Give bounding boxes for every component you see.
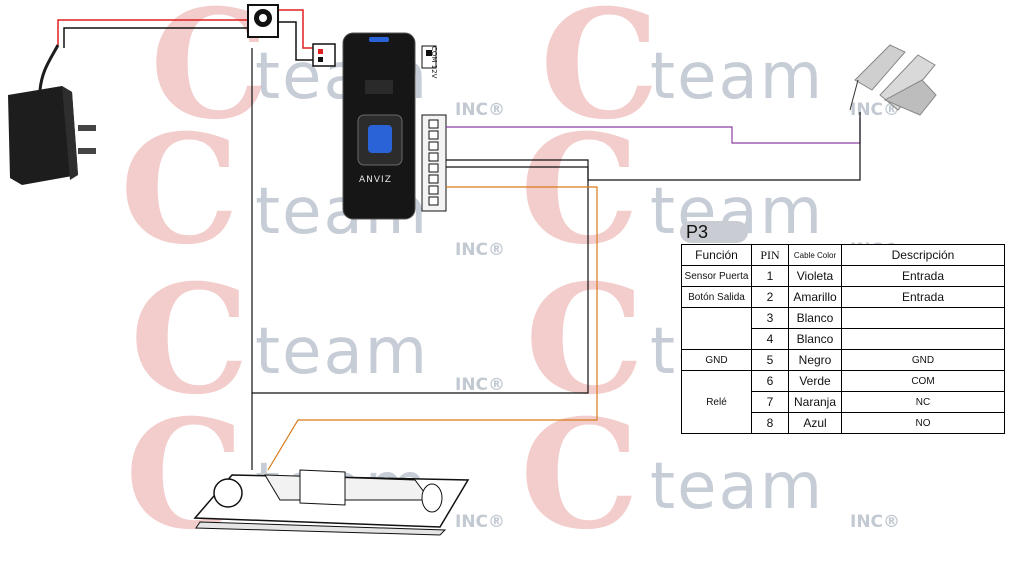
table-header-row: Función PIN Cable Color Descripción bbox=[681, 244, 1005, 266]
header-description: Descripción bbox=[841, 244, 1005, 266]
cell-function: Relé bbox=[681, 370, 752, 434]
pin-table: Función PIN Cable Color Descripción Sens… bbox=[681, 244, 1005, 434]
p3-badge: P3 bbox=[680, 221, 748, 243]
watermark-word: team bbox=[650, 40, 825, 114]
cell-color: Naranja bbox=[788, 391, 842, 413]
watermark-c-logo: C bbox=[130, 252, 250, 428]
cell-description: Entrada bbox=[841, 265, 1005, 287]
watermark-inc: INC® bbox=[455, 240, 506, 260]
table-row: 4 Blanco bbox=[682, 328, 1005, 350]
cell-color: Azul bbox=[788, 412, 842, 434]
watermark-c-logo: C bbox=[525, 252, 645, 428]
watermark-c-logo: C bbox=[540, 0, 660, 153]
cell-function bbox=[681, 307, 752, 350]
cell-color: Verde bbox=[788, 370, 842, 392]
cell-description bbox=[841, 328, 1005, 350]
watermark-inc: INC® bbox=[455, 512, 506, 532]
cell-description bbox=[841, 307, 1005, 329]
table-row: GND 5 Negro GND bbox=[681, 349, 1005, 371]
cell-function: Sensor Puerta bbox=[681, 265, 752, 287]
cell-pin: 6 bbox=[751, 370, 789, 392]
cell-description: COM bbox=[841, 370, 1005, 392]
device-logo: ANVIZ bbox=[359, 175, 392, 185]
cell-pin: 4 bbox=[751, 328, 789, 350]
watermark-word: team bbox=[255, 315, 430, 389]
cell-pin: 2 bbox=[751, 286, 789, 308]
cell-function: GND bbox=[681, 349, 752, 371]
table-row: Relé 6 Verde COM bbox=[681, 370, 1005, 434]
power-connector-icon bbox=[312, 43, 336, 67]
electric-lock-icon bbox=[193, 469, 470, 536]
power-label: COM 12V bbox=[430, 46, 438, 79]
header-cable-color: Cable Color bbox=[788, 244, 842, 266]
table-row: Sensor Puerta 1 Violeta Entrada bbox=[681, 265, 1005, 287]
cell-description: Entrada bbox=[841, 286, 1005, 308]
watermark-inc: INC® bbox=[850, 100, 901, 120]
cell-color: Violeta bbox=[788, 265, 842, 287]
terminal-block-icon bbox=[421, 114, 447, 212]
watermark-c-logo: C bbox=[520, 102, 640, 278]
watermark-c-logo: C bbox=[120, 102, 240, 278]
cell-description: GND bbox=[841, 349, 1005, 371]
table-row: 8 Azul NO bbox=[682, 412, 1005, 434]
cell-description: NC bbox=[841, 391, 1005, 413]
cell-color: Amarillo bbox=[788, 286, 842, 308]
cell-color: Blanco bbox=[788, 328, 842, 350]
watermark-inc: INC® bbox=[850, 512, 901, 532]
cell-pin: 5 bbox=[751, 349, 789, 371]
cell-color: Negro bbox=[788, 349, 842, 371]
cell-pin: 8 bbox=[751, 412, 789, 434]
power-adapter-icon bbox=[8, 44, 96, 185]
signal-wires bbox=[251, 48, 861, 471]
cell-pin: 1 bbox=[751, 265, 789, 287]
header-function: Función bbox=[681, 244, 752, 266]
table-row: Botón Salida 2 Amarillo Entrada bbox=[681, 286, 1005, 308]
diode-icon bbox=[247, 4, 279, 38]
access-control-device bbox=[342, 32, 416, 220]
cell-pin: 7 bbox=[751, 391, 789, 413]
cell-pin: 3 bbox=[751, 307, 789, 329]
cell-description: NO bbox=[841, 412, 1005, 434]
watermark-inc: INC® bbox=[455, 100, 506, 120]
power-wires bbox=[57, 9, 313, 61]
door-sensor-icon bbox=[849, 44, 937, 116]
watermark-word: team bbox=[650, 450, 825, 524]
header-pin: PIN bbox=[751, 244, 789, 266]
cell-color: Blanco bbox=[788, 307, 842, 329]
power-switch-icon bbox=[421, 45, 437, 69]
watermark-inc: INC® bbox=[455, 375, 506, 395]
table-row: 3 Blanco bbox=[681, 307, 1005, 350]
cell-function: Botón Salida bbox=[681, 286, 752, 308]
watermark-c-logo: C bbox=[520, 387, 640, 563]
